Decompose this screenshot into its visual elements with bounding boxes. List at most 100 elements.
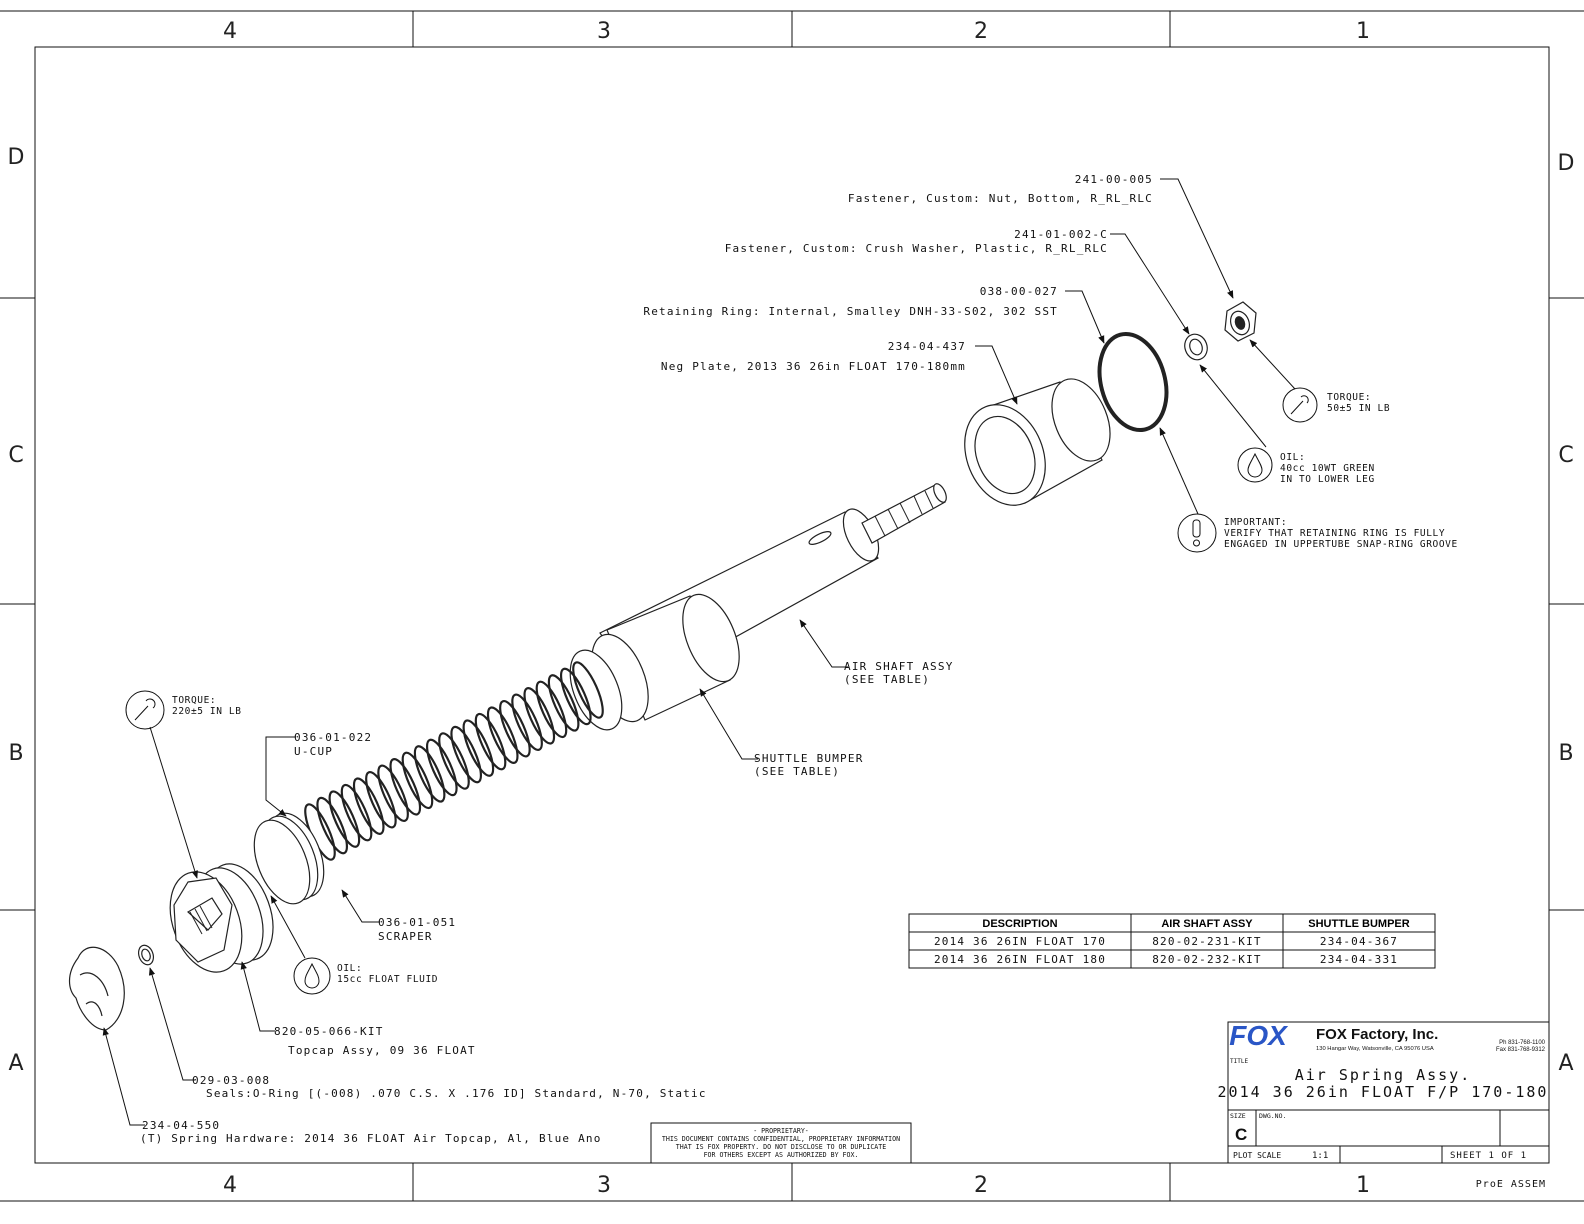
part-description: Topcap Assy, 09 36 FLOAT: [288, 1044, 476, 1057]
table-cell: 820-02-231-KIT: [1152, 935, 1262, 948]
source-label: ProE ASSEM: [1476, 1179, 1546, 1190]
svg-text:THIS DOCUMENT CONTAINS CONFIDE: THIS DOCUMENT CONTAINS CONFIDENTIAL, PRO…: [662, 1135, 900, 1143]
callout-line1: SHUTTLE BUMPER: [754, 752, 864, 765]
zone-row-a-right: A: [1558, 1051, 1573, 1076]
topcap-cap: [68, 946, 125, 1031]
svg-text:OIL:: OIL:: [1280, 452, 1305, 463]
zone-row-c-right: C: [1558, 443, 1573, 468]
callout-line1: AIR SHAFT ASSY: [844, 660, 954, 673]
callout-shuttle: SHUTTLE BUMPER (SEE TABLE): [754, 752, 864, 778]
note-oil-lower: OIL: 40cc 10WT GREEN IN TO LOWER LEG: [1237, 447, 1375, 485]
callout-line2: (SEE TABLE): [754, 765, 840, 778]
spring-coil: [426, 738, 458, 797]
spring-coil: [377, 764, 409, 823]
oil-drop-icon: [1237, 447, 1273, 483]
callout-washer: 241-01-002-C Fastener, Custom: Crush Was…: [725, 228, 1108, 255]
zone-col-4-top: 4: [223, 19, 237, 44]
zone-col-2-bottom: 2: [974, 1173, 988, 1198]
table-cell: 2014 36 26IN FLOAT 170: [934, 935, 1106, 948]
o-ring: [137, 944, 155, 966]
spring-coil: [389, 758, 422, 816]
zone-row-b-left: B: [8, 741, 23, 766]
part-description: Seals:O-Ring [(-008) .070 C.S. X .176 ID…: [206, 1087, 707, 1100]
table-cell: 234-04-331: [1320, 953, 1398, 966]
zone-row-b-right: B: [1558, 741, 1573, 766]
zone-col-1-bottom: 1: [1356, 1173, 1370, 1198]
dwg-no-label: DWG.NO.: [1259, 1112, 1286, 1120]
shuttle-bumper: [569, 593, 740, 731]
svg-text:50±5 IN LB: 50±5 IN LB: [1327, 403, 1390, 414]
crush-washer: [1184, 333, 1208, 361]
zone-col-4-bottom: 4: [223, 1173, 237, 1198]
part-description: SCRAPER: [378, 930, 433, 943]
drawing-subtitle: 2014 36 26in FLOAT F/P 170-180: [1218, 1083, 1549, 1101]
spring-coil: [511, 693, 543, 752]
callout-oring: 029-03-008 Seals:O-Ring [(-008) .070 C.S…: [192, 1074, 707, 1100]
svg-text:FOR OTHERS EXCEPT AS AUTHORIZE: FOR OTHERS EXCEPT AS AUTHORIZED BY FOX.: [704, 1151, 859, 1159]
piston-head: [253, 812, 325, 905]
spring-coil: [486, 706, 519, 764]
title-label: TITLE: [1230, 1058, 1248, 1065]
svg-text:ENGAGED IN UPPERTUBE SNAP-RING: ENGAGED IN UPPERTUBE SNAP-RING GROOVE: [1224, 539, 1458, 550]
spring-coil: [413, 745, 446, 803]
leader-lines: [102, 178, 1296, 1126]
zone-col-3-top: 3: [597, 19, 611, 44]
part-description: Fastener, Custom: Nut, Bottom, R_RL_RLC: [848, 192, 1153, 205]
retaining-ring: [1097, 331, 1169, 433]
svg-text:OIL:: OIL:: [337, 963, 362, 974]
zone-row-d-right: D: [1558, 151, 1575, 176]
callout-topcap: 820-05-066-KIT Topcap Assy, 09 36 FLOAT: [274, 1025, 476, 1057]
callout-ucup: 036-01-022 U-CUP: [294, 731, 372, 758]
spring-coil: [340, 783, 373, 842]
table-header: SHUTTLE BUMPER: [1308, 918, 1410, 930]
zone-col-2-top: 2: [974, 19, 988, 44]
plot-scale-label: PLOT SCALE: [1233, 1151, 1281, 1160]
bottom-nut: [1224, 301, 1257, 342]
fox-logo: FOX: [1229, 1020, 1289, 1051]
svg-text:THAT IS FOX PROPERTY. DO NOT: THAT IS FOX PROPERTY. DO NOT DISCLOSE TO…: [676, 1143, 886, 1151]
part-number: 036-01-022: [294, 731, 372, 744]
size-label: SIZE: [1230, 1112, 1246, 1120]
coil-spring: [304, 661, 604, 861]
table-header: AIR SHAFT ASSY: [1161, 918, 1253, 930]
part-description: Retaining Ring: Internal, Smalley DNH-33…: [643, 305, 1058, 318]
spring-coil: [401, 751, 434, 810]
oil-drop-icon: [293, 957, 331, 995]
zone-row-d-left: D: [8, 145, 25, 170]
note-oil-float: OIL: 15cc FLOAT FLUID: [293, 957, 438, 995]
note-important: IMPORTANT: VERIFY THAT RETAINING RING IS…: [1177, 513, 1458, 553]
drawing-title: Air Spring Assy.: [1295, 1066, 1472, 1084]
svg-text:IN TO LOWER LEG: IN TO LOWER LEG: [1280, 474, 1375, 485]
exclamation-icon: [1177, 513, 1217, 553]
svg-text:VERIFY THAT RETAINING RING IS: VERIFY THAT RETAINING RING IS FULLY: [1224, 528, 1445, 539]
zone-col-3-bottom: 3: [597, 1173, 611, 1198]
note-torque-nut: TORQUE: 50±5 IN LB: [1282, 387, 1390, 423]
sheet-number: SHEET 1 OF 1: [1450, 1151, 1527, 1161]
part-number: 820-05-066-KIT: [274, 1025, 384, 1038]
callout-nut: 241-00-005 Fastener, Custom: Nut, Bottom…: [848, 173, 1153, 205]
spring-coil: [316, 796, 348, 855]
title-block: FOX FOX Factory, Inc. 130 Hangar Way, Wa…: [1218, 1020, 1550, 1190]
svg-text:220±5 IN LB: 220±5 IN LB: [172, 706, 242, 717]
spring-coil: [560, 667, 592, 726]
part-number: 234-04-550: [142, 1119, 220, 1132]
sheet-size: C: [1235, 1125, 1247, 1144]
callout-line2: (SEE TABLE): [844, 673, 930, 686]
zone-labels: 4 3 2 1 4 3 2 1 D C B A D C B A: [8, 19, 1575, 1198]
company-phone: Ph 831-768-1100: [1499, 1040, 1546, 1046]
part-description: (T) Spring Hardware: 2014 36 FLOAT Air T…: [140, 1132, 602, 1145]
wrench-icon: [125, 690, 165, 730]
spring-coil: [572, 661, 604, 719]
svg-text:15cc FLOAT FLUID: 15cc FLOAT FLUID: [337, 974, 438, 985]
spring-coil: [547, 674, 580, 732]
part-number: 241-01-002-C: [1014, 228, 1108, 241]
wrench-icon: [1282, 387, 1318, 423]
zone-row-a-left: A: [8, 1051, 23, 1076]
callout-airshaft: AIR SHAFT ASSY (SEE TABLE): [844, 660, 954, 686]
spring-coil: [462, 719, 495, 777]
topcap-assy: [169, 863, 274, 973]
spring-coil: [523, 687, 556, 745]
table-cell: 820-02-232-KIT: [1152, 953, 1262, 966]
spring-coil: [474, 712, 507, 771]
